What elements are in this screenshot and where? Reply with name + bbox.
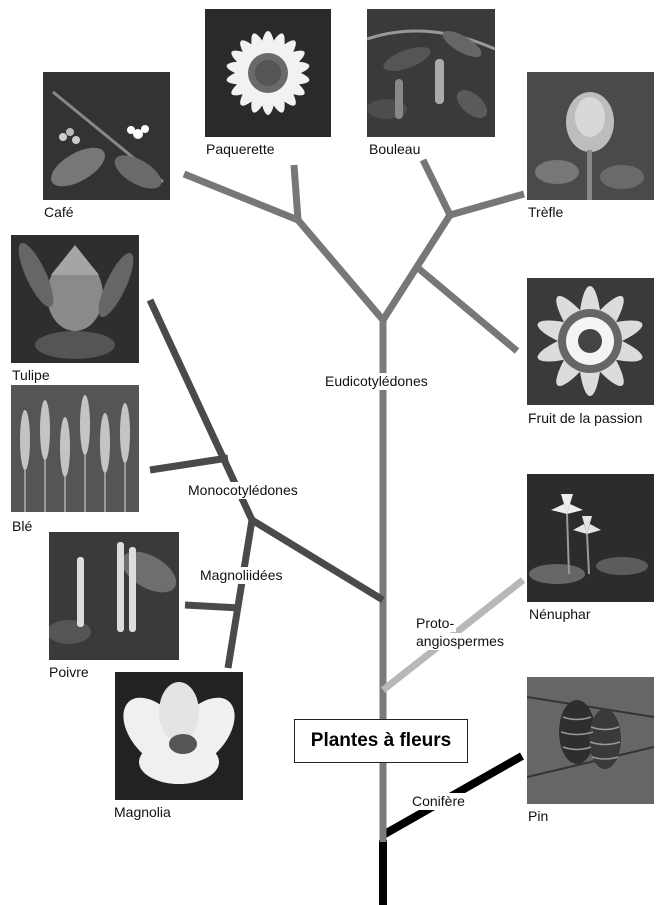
coffee-image	[43, 72, 170, 200]
water-lily-image	[527, 474, 654, 602]
daisy-image	[205, 9, 331, 137]
photo-poivre	[49, 532, 179, 660]
label-bouleau: Bouleau	[369, 141, 420, 157]
photo-paquerette	[205, 9, 331, 137]
clade-monocotyledones: Monocotylédones	[186, 482, 300, 499]
clade-magnoliidees: Magnoliidées	[198, 567, 285, 584]
eudicot-left	[298, 220, 383, 320]
tulip-image	[11, 235, 139, 363]
pepper-image	[49, 532, 179, 660]
photo-ble	[11, 385, 139, 512]
clade-eudicotyledones: Eudicotylédones	[323, 373, 430, 390]
birch-image	[367, 9, 495, 137]
branch-bouleau	[423, 160, 450, 215]
photo-bouleau	[367, 9, 495, 137]
label-nenuphar: Nénuphar	[529, 606, 591, 622]
photo-trefle	[527, 72, 654, 200]
branch-cafe	[184, 174, 298, 220]
clade-conifere: Conifère	[410, 793, 467, 810]
branch-magnoliid	[228, 520, 252, 668]
branch-passion	[418, 268, 517, 351]
label-poivre: Poivre	[49, 664, 89, 680]
branch-paquerette	[294, 165, 298, 220]
photo-fruit-passion	[527, 278, 654, 405]
label-trefle: Trèfle	[528, 204, 563, 220]
label-cafe: Café	[44, 204, 74, 220]
wheat-image	[11, 385, 139, 512]
eudicot-right	[383, 215, 450, 320]
pine-cone-image	[527, 677, 654, 804]
photo-nenuphar	[527, 474, 654, 602]
photo-magnolia	[115, 672, 243, 800]
passion-flower-image	[527, 278, 654, 405]
photo-cafe	[43, 72, 170, 200]
branch-ble	[150, 458, 228, 470]
label-ble: Blé	[12, 518, 32, 534]
branch-trefle	[450, 194, 524, 215]
label-tulipe: Tulipe	[12, 367, 50, 383]
branch-basal-left	[252, 520, 383, 600]
diagram-title-text: Plantes à fleurs	[311, 730, 451, 752]
label-pin: Pin	[528, 808, 548, 824]
clade-proto-line1: Proto-	[414, 615, 456, 632]
magnolia-image	[115, 672, 243, 800]
photo-pin	[527, 677, 654, 804]
branch-poivre	[185, 605, 240, 608]
clover-image	[527, 72, 654, 200]
label-magnolia: Magnolia	[114, 804, 171, 820]
photo-tulipe	[11, 235, 139, 363]
label-paquerette: Paquerette	[206, 141, 275, 157]
label-fruit-passion: Fruit de la passion	[528, 410, 642, 426]
clade-proto-line2: angiospermes	[414, 633, 506, 650]
diagram-title: Plantes à fleurs	[294, 719, 468, 763]
